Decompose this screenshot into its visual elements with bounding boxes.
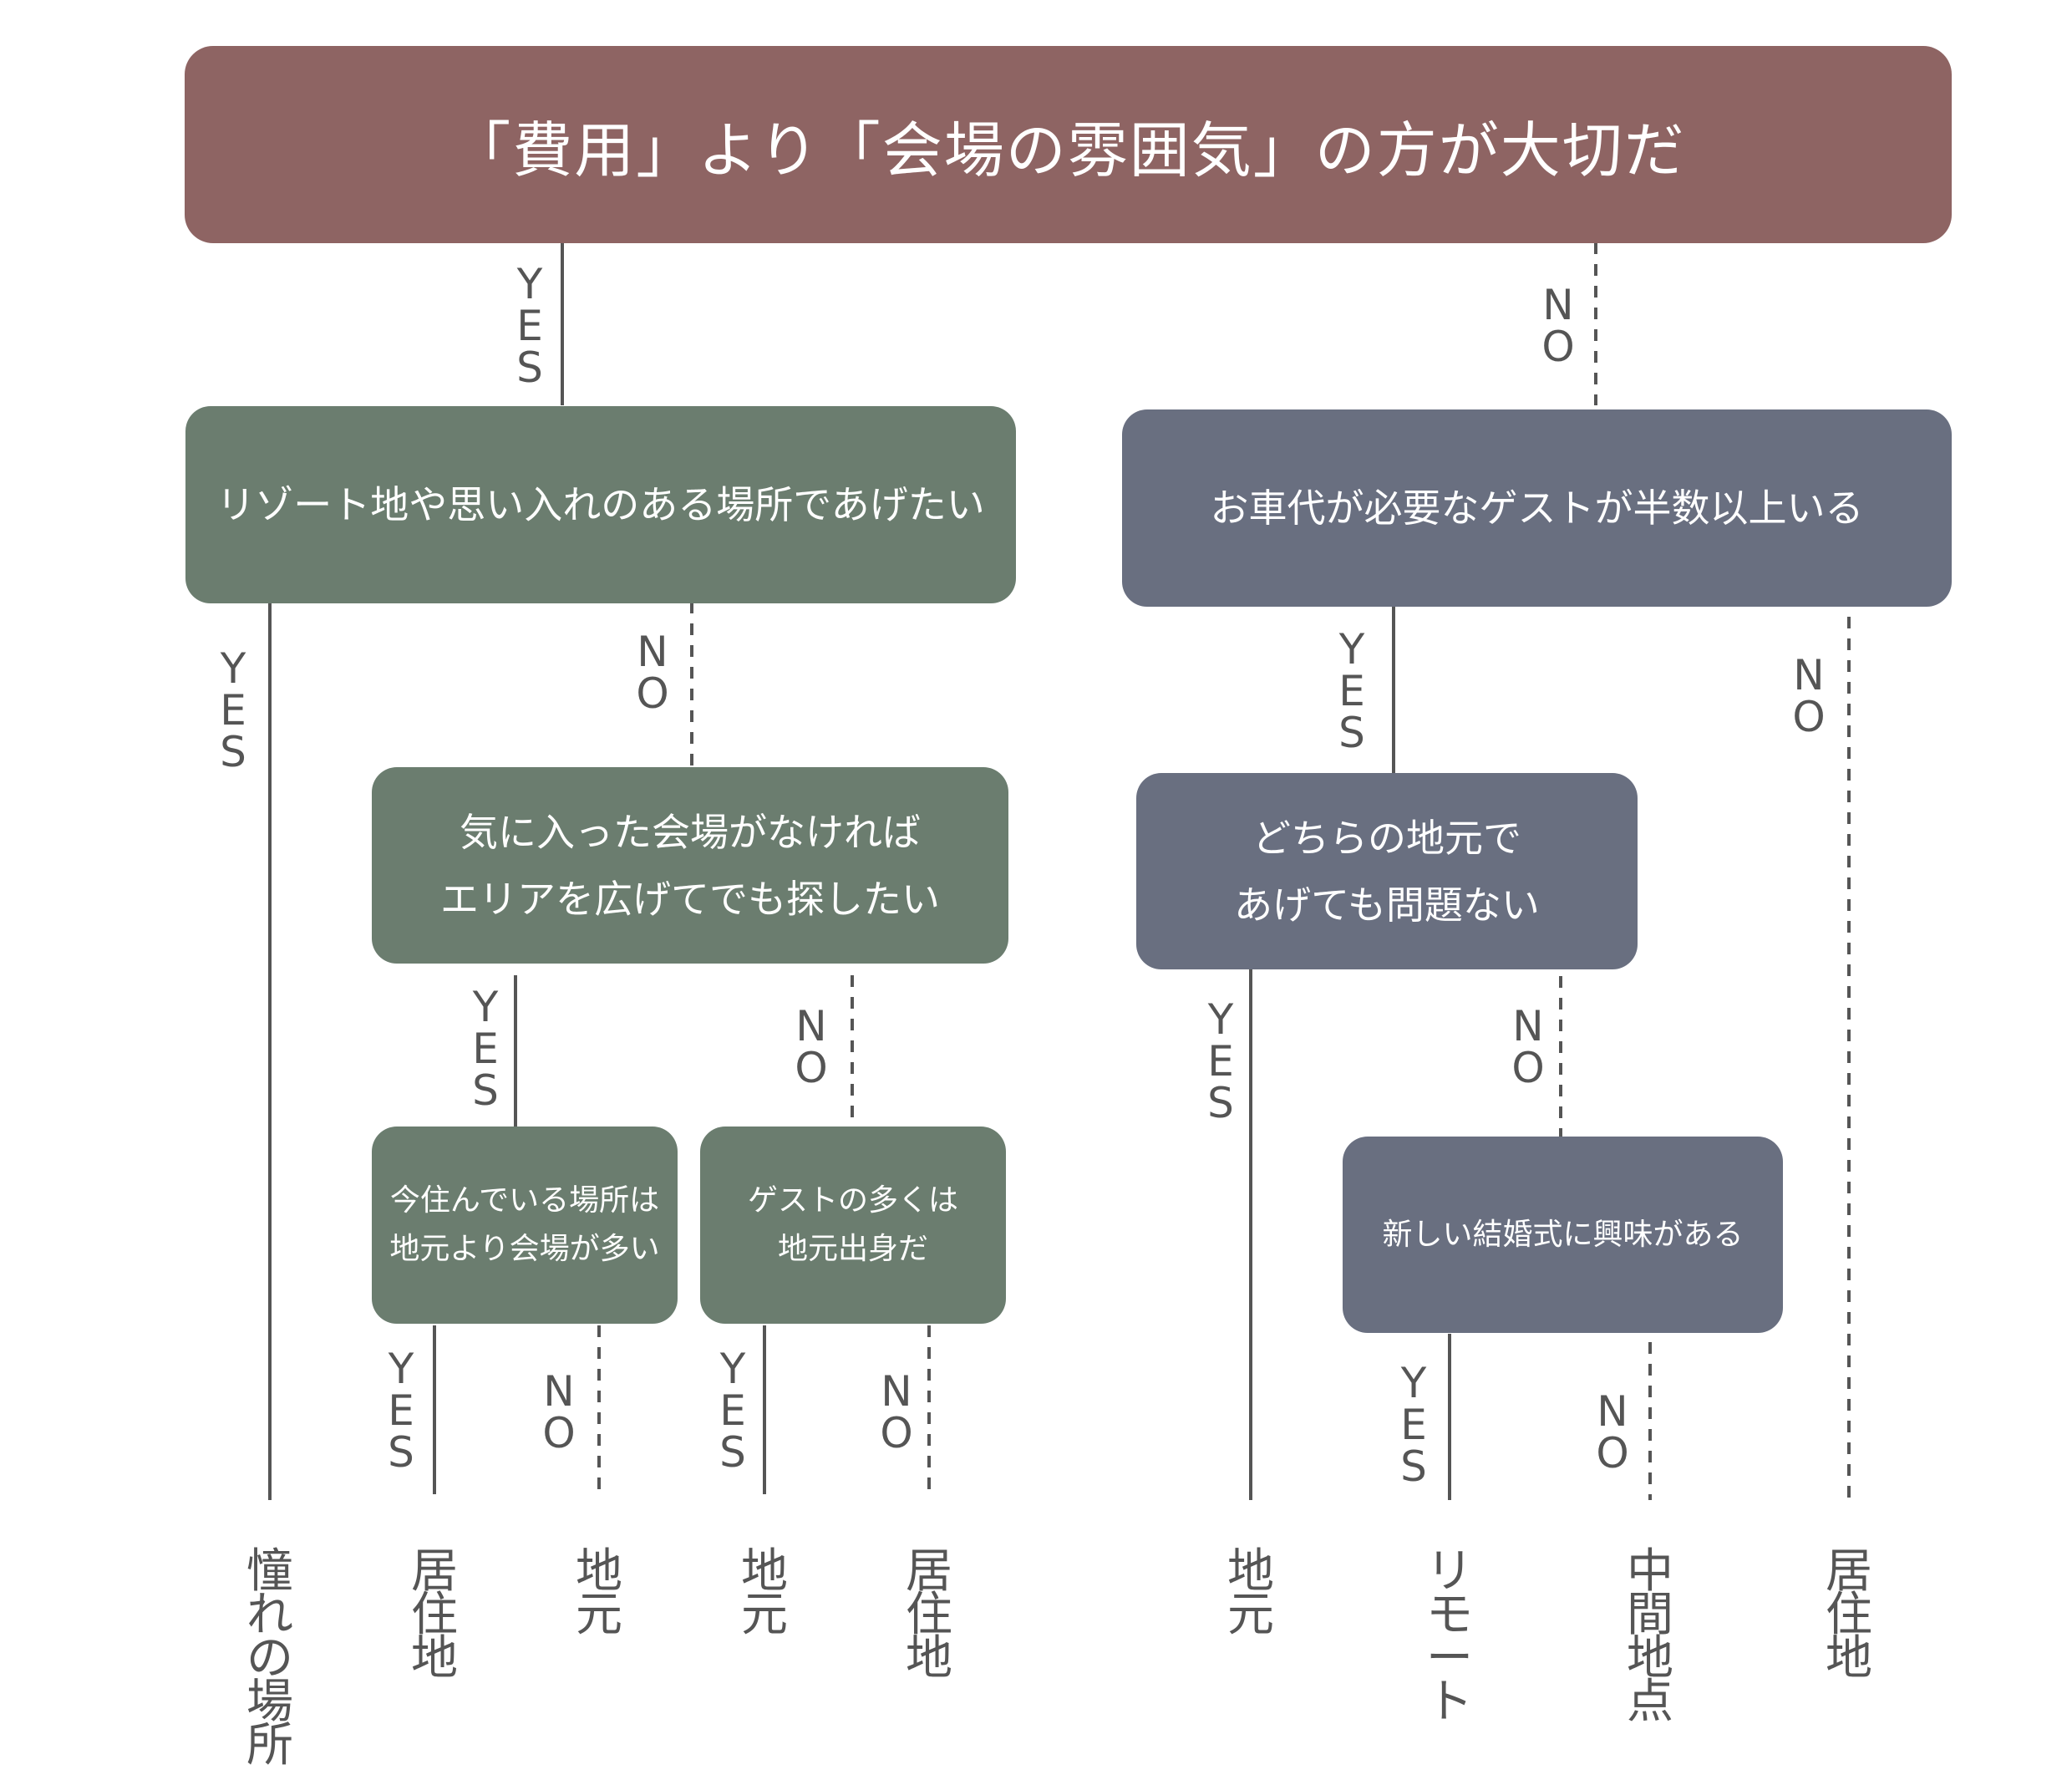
yes-label: YES: [220, 644, 246, 776]
expand-question-line-1: 気に入った会場がなければ: [460, 809, 921, 855]
new-style-question: 新しい結婚式に興味がある: [1343, 1137, 1783, 1333]
result-longed-for-place: 憧れの場所: [246, 1544, 293, 1772]
result-residence: 居住地: [1826, 1544, 1872, 1686]
yes-label: YES: [1207, 995, 1234, 1127]
current-question-line-2: 地元より会場が多い: [389, 1232, 660, 1266]
no-label: NO: [880, 1367, 913, 1457]
no-label: NO: [795, 1002, 828, 1092]
new-style-question-text: 新しい結婚式に興味がある: [1382, 1217, 1744, 1252]
no-label: NO: [1596, 1387, 1629, 1477]
yes-label: YES: [388, 1345, 414, 1477]
root-question-text: 「費用」より「会場の雰囲気」の方が大切だ: [450, 114, 1686, 186]
result-residence: 居住地: [906, 1544, 952, 1686]
result-remote: リモート: [1426, 1544, 1473, 1729]
no-label: NO: [636, 628, 669, 718]
no-label: NO: [1511, 1002, 1545, 1092]
guests-question: お車代が必要なゲストが半数以上いる: [1122, 409, 1952, 607]
local-guests-question: ゲストの多くは 地元出身だ: [700, 1127, 1006, 1324]
either-question-line-1: どちらの地元で: [1252, 815, 1521, 861]
either-question-line-2: あげても問題ない: [1234, 882, 1540, 928]
current-question-line-1: 今住んでいる場所は: [389, 1183, 660, 1218]
expand-question-line-2: エリアを広げてでも探したい: [440, 876, 940, 922]
current-question: 今住んでいる場所は 地元より会場が多い: [372, 1127, 678, 1324]
no-label: NO: [1541, 281, 1575, 371]
no-label: NO: [542, 1367, 576, 1457]
either-question: どちらの地元で あげても問題ない: [1136, 773, 1638, 969]
resort-question: リゾート地や思い入れのある場所であげたい: [185, 406, 1016, 603]
yes-label: YES: [1338, 625, 1365, 757]
yes-label: YES: [719, 1345, 746, 1477]
result-residence: 居住地: [411, 1544, 458, 1686]
local-guests-question-line-1: ゲストの多くは: [747, 1183, 958, 1218]
yes-label: YES: [516, 260, 543, 392]
resort-question-text: リゾート地や思い入れのある場所であげたい: [216, 482, 985, 527]
local-guests-question-line-2: 地元出身だ: [777, 1232, 928, 1266]
yes-label: YES: [472, 983, 499, 1115]
yes-label: YES: [1400, 1359, 1427, 1491]
guests-question-text: お車代が必要なゲストが半数以上いる: [1210, 486, 1864, 531]
result-hometown: 地元: [741, 1544, 788, 1642]
result-hometown: 地元: [576, 1544, 622, 1642]
root-question: 「費用」より「会場の雰囲気」の方が大切だ: [185, 46, 1952, 243]
no-label: NO: [1792, 651, 1826, 741]
result-midpoint: 中間地点: [1627, 1544, 1673, 1729]
expand-question: 気に入った会場がなければ エリアを広げてでも探したい: [372, 767, 1008, 964]
result-hometown: 地元: [1227, 1544, 1274, 1642]
